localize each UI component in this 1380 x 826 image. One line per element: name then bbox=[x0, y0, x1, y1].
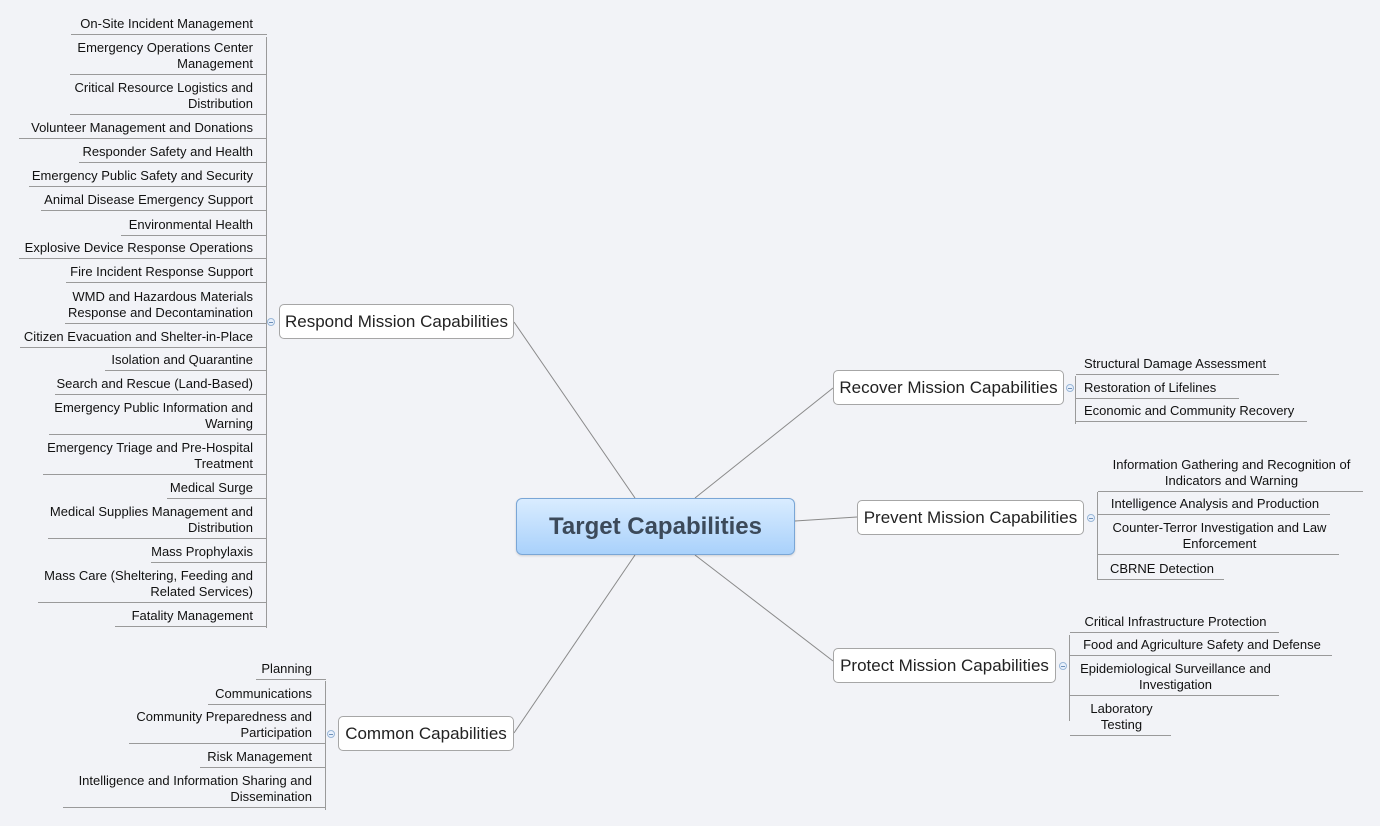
connector-recover bbox=[694, 387, 834, 499]
collapse-recover-icon[interactable] bbox=[1066, 384, 1074, 392]
respond-subtopic[interactable]: Explosive Device Response Operations bbox=[19, 240, 267, 259]
connector-protect bbox=[694, 554, 834, 662]
respond-subtopic[interactable]: Medical Surge bbox=[167, 480, 267, 499]
connector-prevent bbox=[794, 516, 858, 522]
common-subtopic[interactable]: Planning bbox=[256, 661, 326, 680]
collapse-protect-icon[interactable] bbox=[1059, 662, 1067, 670]
common-subtopic[interactable]: Risk Management bbox=[200, 749, 326, 768]
respond-subtopic[interactable]: Isolation and Quarantine bbox=[105, 352, 267, 371]
respond-subtopic[interactable]: Emergency Public Safety and Security bbox=[29, 168, 267, 187]
protect-subtopic[interactable]: Critical Infrastructure Protection bbox=[1070, 614, 1279, 633]
topic-prevent[interactable]: Prevent Mission Capabilities bbox=[857, 500, 1084, 535]
topic-recover[interactable]: Recover Mission Capabilities bbox=[833, 370, 1064, 405]
respond-subtopic[interactable]: Volunteer Management and Donations bbox=[19, 120, 267, 139]
bracket-protect bbox=[1069, 635, 1070, 721]
protect-subtopic[interactable]: Food and Agriculture Safety and Defense bbox=[1070, 637, 1332, 656]
topic-common[interactable]: Common Capabilities bbox=[338, 716, 514, 751]
collapse-common-icon[interactable] bbox=[327, 730, 335, 738]
connector-common bbox=[513, 554, 636, 734]
collapse-respond-icon[interactable] bbox=[267, 318, 275, 326]
respond-subtopic[interactable]: Responder Safety and Health bbox=[79, 144, 267, 163]
common-subtopic[interactable]: Communications bbox=[208, 686, 326, 705]
collapse-prevent-icon[interactable] bbox=[1087, 514, 1095, 522]
bracket-respond bbox=[266, 37, 267, 628]
prevent-subtopic[interactable]: Intelligence Analysis and Production bbox=[1098, 496, 1330, 515]
prevent-subtopic[interactable]: CBRNE Detection bbox=[1098, 561, 1224, 580]
central-topic[interactable]: Target Capabilities bbox=[516, 498, 795, 555]
respond-subtopic[interactable]: Search and Rescue (Land-Based) bbox=[55, 376, 267, 395]
connector-respond bbox=[513, 321, 636, 499]
respond-subtopic[interactable]: Animal Disease Emergency Support bbox=[41, 192, 267, 211]
recover-subtopic[interactable]: Economic and Community Recovery bbox=[1076, 403, 1307, 422]
respond-subtopic[interactable]: Environmental Health bbox=[121, 217, 267, 236]
respond-subtopic[interactable]: Fatality Management bbox=[115, 608, 267, 627]
recover-subtopic[interactable]: Structural Damage Assessment bbox=[1076, 356, 1279, 375]
protect-subtopic[interactable]: Laboratory Testing bbox=[1070, 701, 1171, 736]
bracket-prevent bbox=[1097, 492, 1098, 580]
bracket-recover bbox=[1075, 376, 1076, 424]
bracket-common bbox=[325, 681, 326, 810]
topic-protect[interactable]: Protect Mission Capabilities bbox=[833, 648, 1056, 683]
topic-respond[interactable]: Respond Mission Capabilities bbox=[279, 304, 514, 339]
respond-subtopic[interactable]: On-Site Incident Management bbox=[71, 16, 267, 35]
respond-subtopic[interactable]: Fire Incident Response Support bbox=[66, 264, 267, 283]
respond-subtopic[interactable]: Citizen Evacuation and Shelter-in-Place bbox=[20, 329, 267, 348]
recover-subtopic[interactable]: Restoration of Lifelines bbox=[1076, 380, 1239, 399]
prevent-subtopic[interactable]: Information Gathering and Recognition of… bbox=[1098, 457, 1363, 492]
common-subtopic[interactable]: Intelligence and Information Sharing and… bbox=[63, 773, 326, 808]
respond-subtopic[interactable]: Mass Prophylaxis bbox=[151, 544, 267, 563]
